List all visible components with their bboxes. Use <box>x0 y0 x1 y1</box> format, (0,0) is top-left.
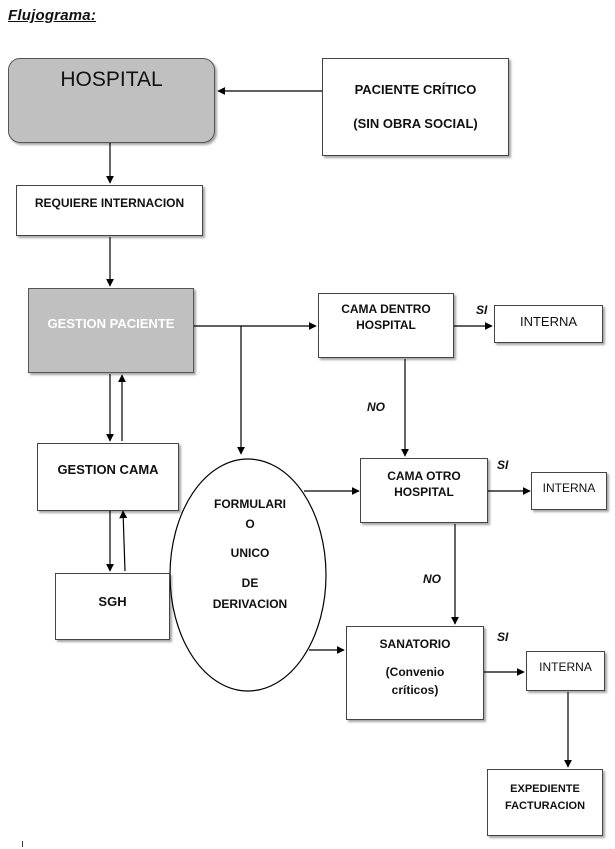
formulario-line-5: DERIVACION <box>212 597 288 611</box>
no-label-2: NO <box>423 572 441 586</box>
sanatorio-line-1: SANATORIO <box>379 637 451 651</box>
diagram-title: Flujograma: <box>8 7 97 24</box>
interna-3-node: INTERNA <box>526 651 605 691</box>
sanatorio-node: SANATORIO (Convenio críticos) <box>346 626 484 720</box>
cama-otro-line-1: CAMA OTRO <box>387 469 461 483</box>
si-label-1: SI <box>476 303 488 317</box>
formulario-oval <box>169 458 327 692</box>
cama-dentro-line-2: HOSPITAL <box>356 318 416 332</box>
cama-otro-node: CAMA OTRO HOSPITAL <box>360 458 488 523</box>
formulario-line-4: DE <box>241 576 259 590</box>
si-label-3: SI <box>497 630 509 644</box>
sanatorio-line-2: (Convenio <box>385 665 445 679</box>
formulario-line-1: FORMULARI <box>214 497 286 511</box>
cama-otro-line-2: HOSPITAL <box>394 485 454 499</box>
expediente-node: EXPEDIENTE FACTURACION <box>487 769 603 836</box>
arrow-sgh-to-gestion-cama <box>119 510 128 572</box>
formulario-line-3: UNICO <box>230 546 270 560</box>
cama-dentro-node: CAMA DENTRO HOSPITAL <box>318 293 454 358</box>
si-label-2: SI <box>497 458 509 472</box>
gestion-cama-node: GESTION CAMA <box>37 443 179 511</box>
no-label-1: NO <box>367 400 385 414</box>
gestion-paciente-label: GESTION PACIENTE <box>47 315 175 331</box>
gestion-cama-label: GESTION CAMA <box>57 462 159 477</box>
interna-2-label: INTERNA <box>542 481 596 495</box>
interna-1-label: INTERNA <box>519 314 578 329</box>
requiere-internacion-node: REQUIERE INTERNACION <box>16 185 203 236</box>
expediente-line-2: FACTURACION <box>504 799 586 812</box>
paciente-critico-node: PACIENTE CRÍTICO (SIN OBRA SOCIAL) <box>322 58 509 156</box>
gestion-paciente-node: GESTION PACIENTE <box>28 288 194 373</box>
hospital-node: HOSPITAL <box>8 58 215 143</box>
sgh-node: SGH <box>55 573 170 640</box>
expediente-line-1: EXPEDIENTE <box>510 782 580 795</box>
paciente-critico-line-1: PACIENTE CRÍTICO <box>354 82 477 97</box>
sgh-label: SGH <box>98 593 127 609</box>
page-mark <box>22 841 23 847</box>
paciente-critico-line-2: (SIN OBRA SOCIAL) <box>353 116 478 131</box>
requiere-internacion-label: REQUIERE INTERNACION <box>34 196 185 210</box>
hospital-label: HOSPITAL <box>60 68 163 91</box>
sanatorio-line-3: críticos) <box>391 683 439 697</box>
interna-1-node: INTERNA <box>494 305 603 343</box>
cama-dentro-line-1: CAMA DENTRO <box>341 302 431 316</box>
formulario-line-2: O <box>245 517 255 531</box>
interna-3-label: INTERNA <box>539 660 592 674</box>
interna-2-node: INTERNA <box>531 472 607 510</box>
formulario-text: FORMULARI O UNICO DE DERIVACION <box>180 496 320 612</box>
